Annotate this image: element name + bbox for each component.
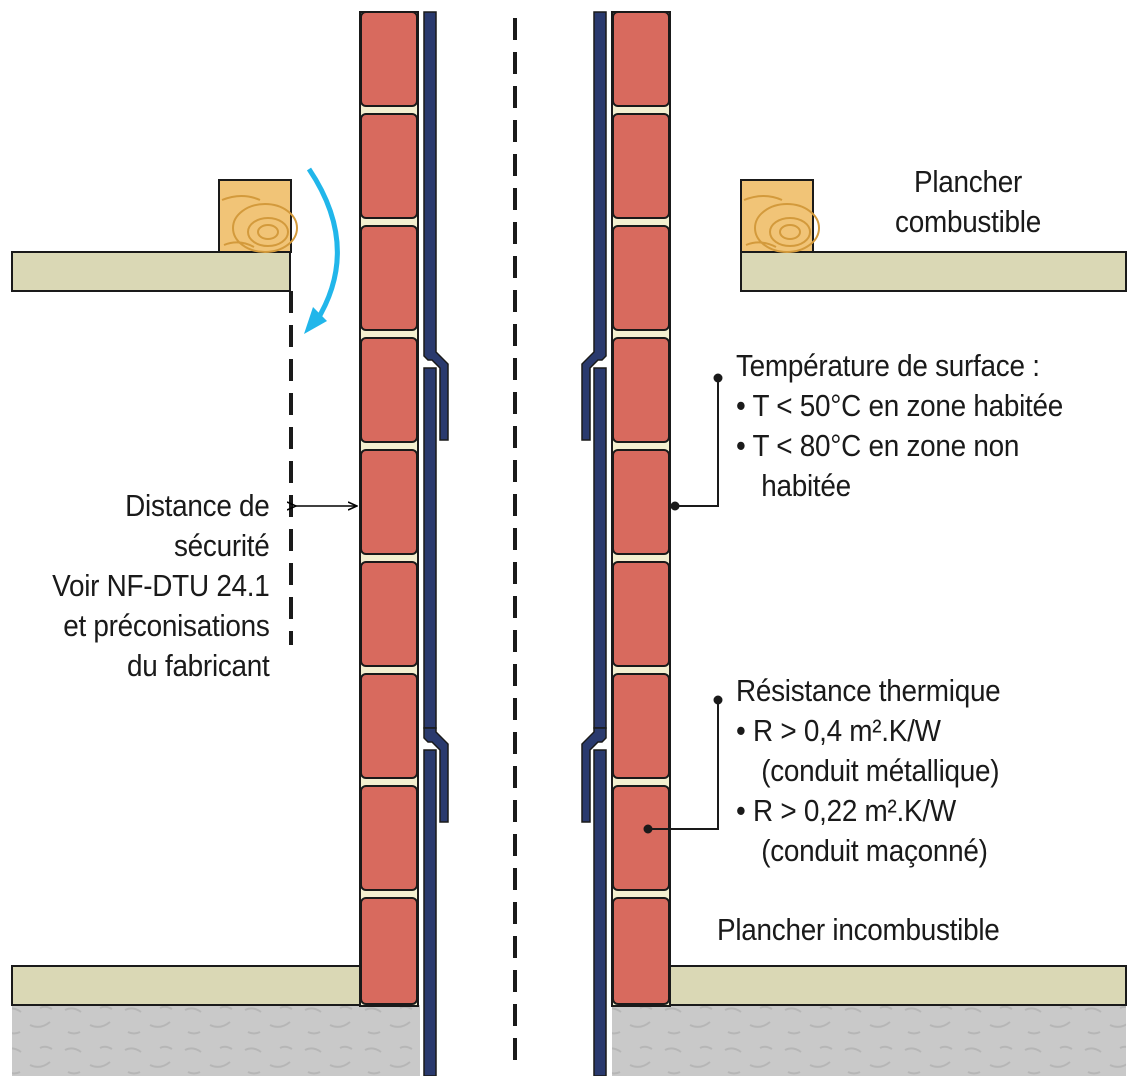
label-resistance: Résistance thermique • R > 0,4 m².K/W (c…	[736, 671, 1001, 871]
distance-line-5: du fabricant	[127, 648, 270, 683]
distance-line-3: Voir NF-DTU 24.1	[52, 568, 271, 603]
temperature-leader	[670, 373, 723, 511]
label-distance-securite: Distance de sécurité Voir NF-DTU 24.1 et…	[52, 486, 271, 686]
distance-line-2: sécurité	[174, 528, 270, 563]
rotation-arrow-icon	[304, 167, 340, 334]
combustible-floor-right	[740, 179, 1127, 292]
temperature-item-1: • T < 50°C en zone habitée	[736, 388, 1063, 423]
temperature-item-3: habitée	[761, 468, 851, 503]
distance-line-4: et préconisations	[63, 608, 271, 643]
plancher-combustible-line-2: combustible	[895, 204, 1041, 239]
plancher-incombustible-text: Plancher incombustible	[717, 912, 1000, 947]
resistance-item-1: • R > 0,4 m².K/W	[736, 713, 941, 748]
resistance-item-4: (conduit maçonné)	[761, 833, 988, 868]
right-brick-wall	[611, 11, 671, 1007]
label-temperature: Température de surface : • T < 50°C en z…	[736, 346, 1063, 506]
left-metal-liner	[423, 11, 449, 1076]
resistance-item-2: (conduit métallique)	[761, 753, 1000, 788]
incombustible-floor	[11, 965, 1127, 1006]
left-brick-wall	[359, 11, 419, 1007]
resistance-item-3: • R > 0,22 m².K/W	[736, 793, 956, 828]
resistance-leader	[643, 695, 723, 834]
label-plancher-combustible: Plancher combustible	[878, 162, 1058, 242]
label-plancher-incombustible: Plancher incombustible	[717, 910, 1000, 950]
temperature-item-2: • T < 80°C en zone non	[736, 428, 1020, 463]
right-metal-liner	[581, 11, 607, 1076]
temperature-title: Température de surface :	[736, 348, 1040, 383]
combustible-floor-left	[11, 179, 298, 292]
distance-line-1: Distance de	[125, 488, 271, 523]
plancher-combustible-line-1: Plancher	[914, 164, 1022, 199]
resistance-title: Résistance thermique	[736, 673, 1001, 708]
concrete-base	[12, 1005, 1126, 1076]
